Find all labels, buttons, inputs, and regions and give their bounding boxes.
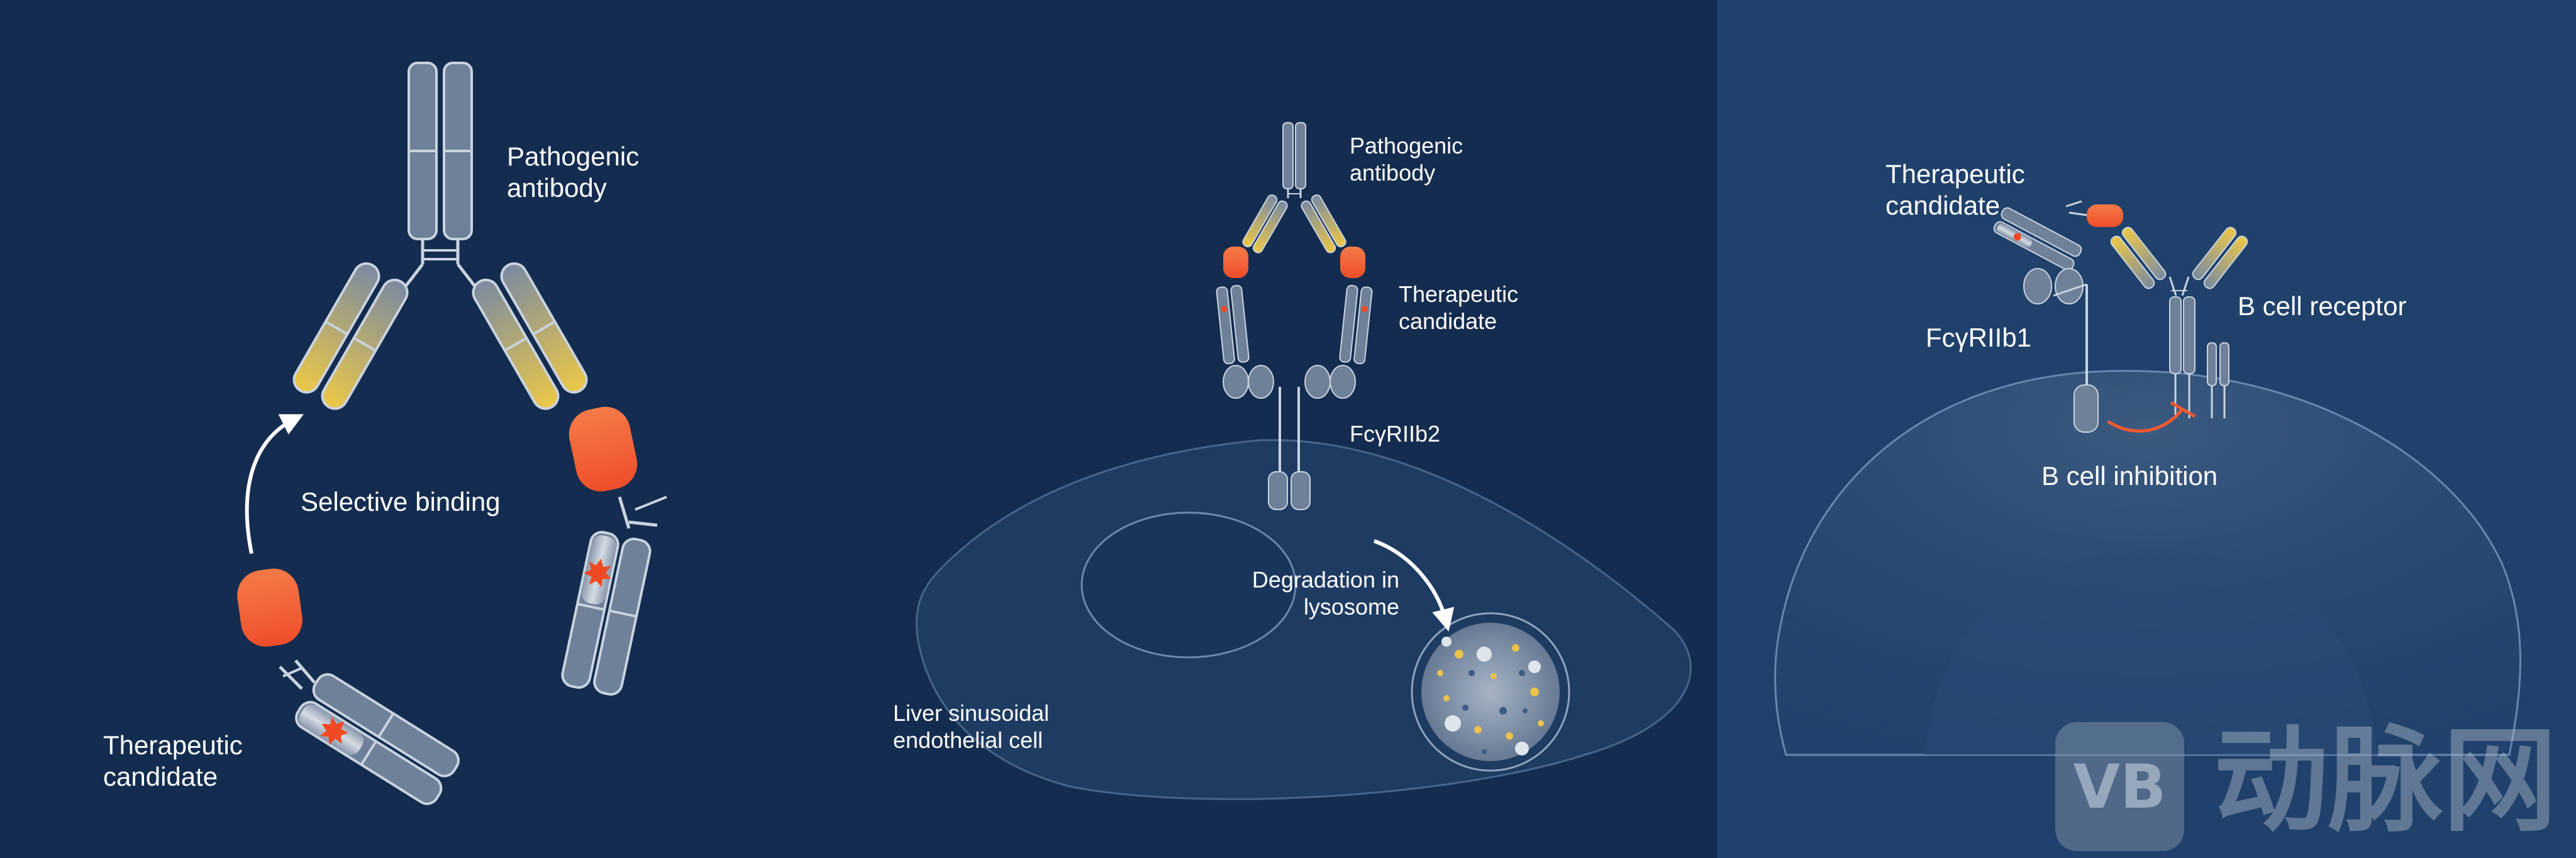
therapeutic-candidate-panel2-label-line2: candidate xyxy=(1399,308,1497,335)
therapeutic-candidate-panel2-label: Therapeutic candidate xyxy=(1399,281,1518,335)
fcgriib2-receptor xyxy=(1223,365,1356,510)
pathogenic-antibody-label: Pathogenic antibody xyxy=(507,141,639,204)
pathogenic-antibody-large xyxy=(292,62,588,410)
pathogenic-antibody-small xyxy=(1242,122,1346,254)
pathogenic-antibody-small-label-line2: antibody xyxy=(1350,160,1436,186)
liver-cell-label-line1: Liver sinusoidal xyxy=(893,700,1050,726)
pathogenic-antibody-label-line1: Pathogenic xyxy=(507,142,640,171)
degradation-label-line2: lysosome xyxy=(1303,594,1399,620)
liver-cell-label-line2: endothelial cell xyxy=(893,727,1043,754)
therapeutic-candidate-panel3-label: Therapeutic candidate xyxy=(1885,159,2025,222)
therapeutic-candidate-label: Therapeutic candidate xyxy=(103,730,243,793)
therapeutic-candidate-bound xyxy=(561,406,667,696)
degradation-arrow xyxy=(1373,539,1455,632)
watermark-logo: VB xyxy=(2055,722,2184,851)
lysosome xyxy=(1411,612,1570,772)
therapeutic-candidate-panel3-label-line1: Therapeutic xyxy=(1885,159,2025,189)
pathogenic-antibody-small-label-line1: Pathogenic xyxy=(1350,133,1463,159)
b-cell-receptor-label: B cell receptor xyxy=(2238,291,2407,321)
degradation-label-line1: Degradation in xyxy=(1252,567,1399,593)
therapeutic-candidate-label-line1: Therapeutic xyxy=(103,730,243,760)
fcgriib1-label: FcγRIIb1 xyxy=(1926,323,2032,352)
liver-cell-label: Liver sinusoidal endothelial cell xyxy=(893,699,1049,754)
fcgriib1-receptor xyxy=(2023,268,2099,433)
b-cell xyxy=(1774,369,2521,756)
therapeutic-candidate-label-line2: candidate xyxy=(103,762,218,792)
pathogenic-antibody-label-line2: antibody xyxy=(507,173,607,203)
selective-binding-label: Selective binding xyxy=(301,487,501,516)
degradation-label: Degradation in lysosome xyxy=(1195,566,1399,620)
therapeutic-candidate-free xyxy=(237,568,460,805)
therapeutic-candidate-panel2-label-line1: Therapeutic xyxy=(1399,281,1519,307)
inhibition-arrow xyxy=(2107,401,2196,433)
therapeutic-candidate-panel3 xyxy=(1993,200,2123,271)
therapeutic-candidate-panel3-label-line2: candidate xyxy=(1885,191,2001,221)
therapeutic-candidates-panel2 xyxy=(1216,247,1373,365)
watermark-text: 动脉网 xyxy=(2214,714,2557,847)
b-cell-inhibition-label: B cell inhibition xyxy=(2041,461,2218,491)
fcgriib2-label: FcγRIIb2 xyxy=(1350,421,1441,447)
pathogenic-antibody-small-label: Pathogenic antibody xyxy=(1350,132,1463,186)
b-cell-receptor xyxy=(2110,226,2248,418)
selective-binding-arrow xyxy=(245,414,304,554)
